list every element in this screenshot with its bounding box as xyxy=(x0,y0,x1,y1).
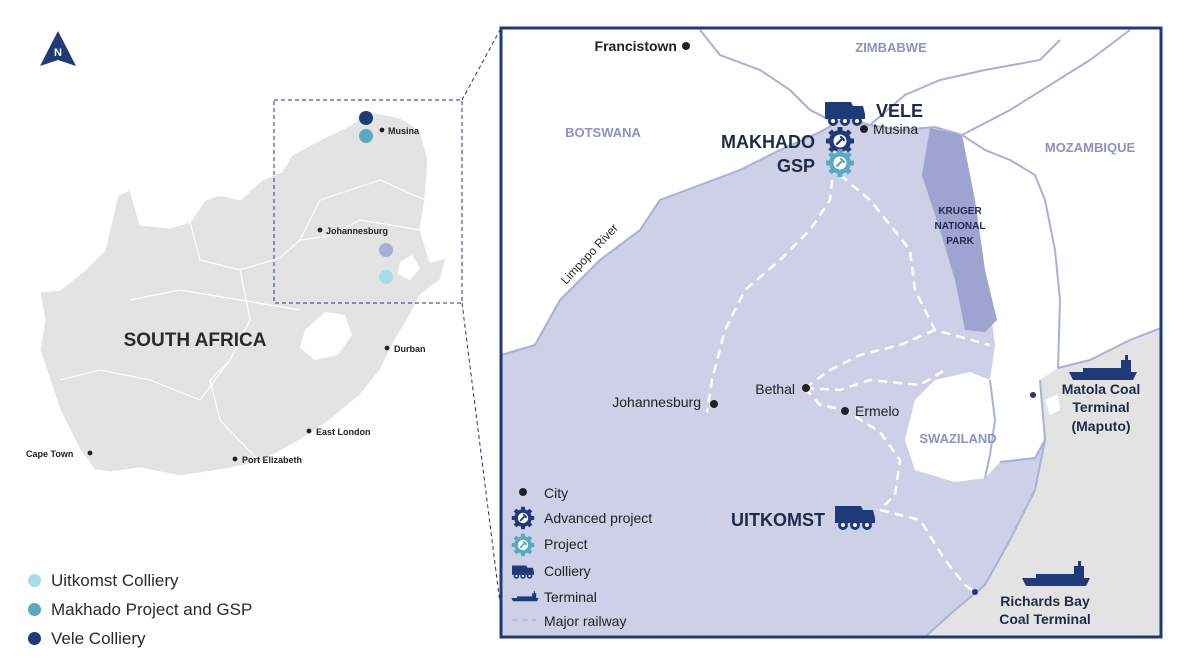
makhado-gsp-marker xyxy=(379,243,393,257)
legend-item-makhado: Makhado Project and GSP xyxy=(28,595,252,624)
zoom-map: ZIMBABWE BOTSWANA MOZAMBIQUE SWAZILAND L… xyxy=(499,26,1163,639)
country-label-mozambique: MOZAMBIQUE xyxy=(1045,140,1136,155)
city-label-port-elizabeth: Port Elizabeth xyxy=(242,455,302,465)
city-dot-icon xyxy=(519,488,527,496)
uitkomst-marker xyxy=(379,270,393,284)
legend-label-railway: Major railway xyxy=(544,613,626,629)
terminal-label-richards-1: Richards Bay xyxy=(1000,593,1090,609)
overview-map: SOUTH AFRICA Musina Johannesburg Durban … xyxy=(26,27,502,612)
legend-dot-vele xyxy=(28,632,41,645)
project-label-gsp: GSP xyxy=(777,156,815,176)
zoom-swaziland xyxy=(905,372,995,482)
legend-item-uitkomst: Uitkomst Colliery xyxy=(28,566,252,595)
city-label-musina-zoom: Musina xyxy=(873,121,918,137)
park-label-3: PARK xyxy=(946,236,974,247)
city-label-musina: Musina xyxy=(388,126,420,136)
gear-wrench-outline-icon xyxy=(510,532,536,558)
gsp-gear-icon xyxy=(824,147,856,179)
legend-dot-uitkomst xyxy=(28,574,41,587)
swaziland-land xyxy=(398,255,420,280)
legend-label-makhado-project: Makhado Project and GSP xyxy=(51,599,253,619)
kruger-park xyxy=(922,128,997,332)
legend-label-city: City xyxy=(544,485,568,501)
legend-item-vele: Vele Colliery xyxy=(28,624,252,653)
park-label-2: NATIONAL xyxy=(935,221,986,232)
project-label-vele: VELE xyxy=(876,101,923,121)
terminal-label-matola-1: Matola Coal xyxy=(1062,381,1141,397)
legend-label-uitkomst-colliery: Uitkomst Colliery xyxy=(51,570,179,590)
project-label-uitkomst: UITKOMST xyxy=(731,510,825,530)
legend-dot-makhado xyxy=(28,603,41,616)
city-label-johannesburg-zoom: Johannesburg xyxy=(612,394,701,410)
terminal-label-matola-3: (Maputo) xyxy=(1071,418,1130,434)
legend-label-colliery: Colliery xyxy=(544,563,591,579)
north-arrow-icon: N xyxy=(40,31,76,66)
country-label-swaziland: SWAZILAND xyxy=(919,431,996,446)
legend-label-vele-colliery: Vele Colliery xyxy=(51,628,146,648)
project-label-makhado: MAKHADO xyxy=(721,132,815,152)
overview-country-label: SOUTH AFRICA xyxy=(124,330,267,351)
legend-label-advanced: Advanced project xyxy=(544,510,652,526)
country-label-zimbabwe: ZIMBABWE xyxy=(855,40,927,55)
zoom-extent-box xyxy=(273,99,463,304)
makhado-marker xyxy=(359,129,373,143)
svg-text:N: N xyxy=(54,47,62,59)
city-label-durban: Durban xyxy=(394,344,426,354)
city-label-francistown: Francistown xyxy=(595,38,677,54)
legend-label-terminal: Terminal xyxy=(544,589,597,605)
terminal-label-richards-2: Coal Terminal xyxy=(999,611,1091,627)
vele-marker xyxy=(359,111,373,125)
terminal-label-matola-2: Terminal xyxy=(1072,399,1129,415)
city-label-east-london: East London xyxy=(316,427,371,437)
gear-wrench-icon xyxy=(510,505,536,531)
zoom-legend: City Advanced project Project Colliery T… xyxy=(510,485,652,629)
zoom-south-africa xyxy=(501,118,1161,637)
lesotho-land xyxy=(300,312,352,360)
left-legend: Uitkomst Colliery Makhado Project and GS… xyxy=(28,566,252,653)
country-label-botswana: BOTSWANA xyxy=(565,125,641,140)
city-label-cape-town: Cape Town xyxy=(26,449,73,459)
city-label-johannesburg: Johannesburg xyxy=(326,226,388,236)
south-africa-land xyxy=(39,111,447,477)
park-label-1: KRUGER xyxy=(938,206,982,217)
city-label-ermelo: Ermelo xyxy=(855,403,900,419)
city-label-bethal: Bethal xyxy=(755,381,795,397)
legend-label-project: Project xyxy=(544,536,588,552)
zoom-frame xyxy=(499,26,1163,639)
